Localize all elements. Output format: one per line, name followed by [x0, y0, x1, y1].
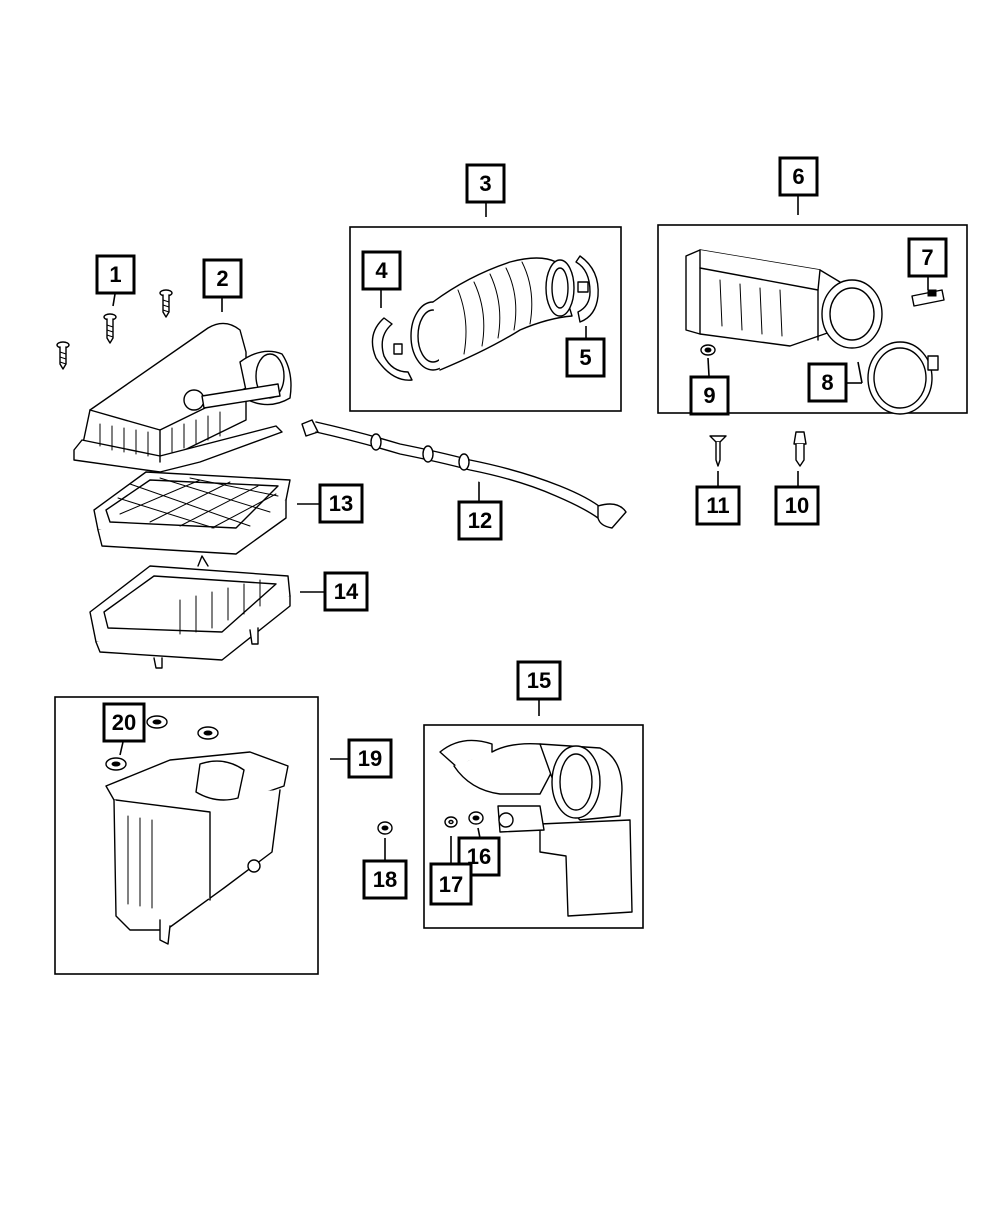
grommet-part-20a [105, 757, 127, 771]
callout-9: 9 [689, 375, 730, 416]
callout-label: 17 [439, 872, 463, 897]
clamp-part-4 [371, 317, 413, 381]
callout-17: 17 [429, 862, 473, 906]
callout-10: 10 [774, 485, 820, 526]
callout-label: 18 [373, 867, 397, 892]
screw-part-1c [56, 341, 70, 370]
callout-14: 14 [323, 571, 369, 612]
air-filter [93, 471, 291, 555]
nut-part-16 [468, 811, 484, 825]
callout-label: 10 [785, 493, 809, 518]
nut-part-18 [377, 821, 393, 835]
callout-3: 3 [465, 163, 506, 204]
leader-lines [112, 196, 929, 863]
callout-label: 3 [479, 171, 491, 196]
adapter-housing [685, 249, 883, 349]
callout-4: 4 [361, 250, 402, 291]
lower-air-box [105, 751, 289, 945]
air-cleaner-cover [73, 322, 292, 473]
intake-hose [410, 257, 575, 371]
grommet-part-9 [700, 344, 716, 356]
sensor-part-7 [911, 289, 945, 307]
callout-15: 15 [516, 660, 562, 701]
group-frame-6 [657, 224, 968, 414]
clamp-part-5 [575, 255, 599, 323]
callout-label: 15 [527, 668, 551, 693]
callout-11: 11 [695, 485, 741, 526]
callout-5: 5 [565, 337, 606, 378]
washer-part-17 [444, 816, 458, 828]
callout-label: 5 [579, 345, 591, 370]
callout-2: 2 [202, 258, 243, 299]
grommet-part-20c [197, 726, 219, 740]
callout-1: 1 [95, 254, 136, 295]
callout-label: 4 [375, 258, 388, 283]
callout-label: 12 [468, 508, 492, 533]
intake-duct [439, 739, 633, 917]
air-cleaner-tray [89, 555, 291, 669]
callout-16: 16 [457, 836, 501, 877]
callout-label: 13 [329, 491, 353, 516]
callout-12: 12 [457, 500, 503, 541]
screw-part-1b [159, 289, 173, 318]
callout-13: 13 [318, 483, 364, 524]
grommet-part-20b [146, 715, 168, 729]
callout-label: 2 [216, 266, 228, 291]
callout-8: 8 [807, 362, 848, 403]
screw-part-1a [103, 313, 117, 344]
clamp-part-8 [867, 341, 939, 415]
callout-19: 19 [347, 738, 393, 779]
push-pin-part-11 [709, 435, 727, 467]
callout-label: 20 [112, 710, 136, 735]
group-frame-19 [54, 696, 319, 975]
callout-label: 19 [358, 746, 382, 771]
callout-20: 20 [102, 702, 146, 743]
callout-label: 6 [792, 164, 804, 189]
callout-label: 1 [109, 262, 121, 287]
callout-label: 9 [703, 383, 715, 408]
callout-6: 6 [778, 156, 819, 197]
callout-18: 18 [362, 859, 408, 900]
callout-label: 14 [334, 579, 359, 604]
callout-label: 11 [706, 493, 729, 518]
callout-label: 8 [821, 370, 833, 395]
group-frame-3 [349, 226, 622, 412]
callout-7: 7 [907, 237, 948, 278]
fastener-part-10 [793, 431, 807, 467]
callout-label: 7 [921, 245, 933, 270]
group-frame-15 [423, 724, 644, 929]
breather-hose [301, 419, 627, 529]
